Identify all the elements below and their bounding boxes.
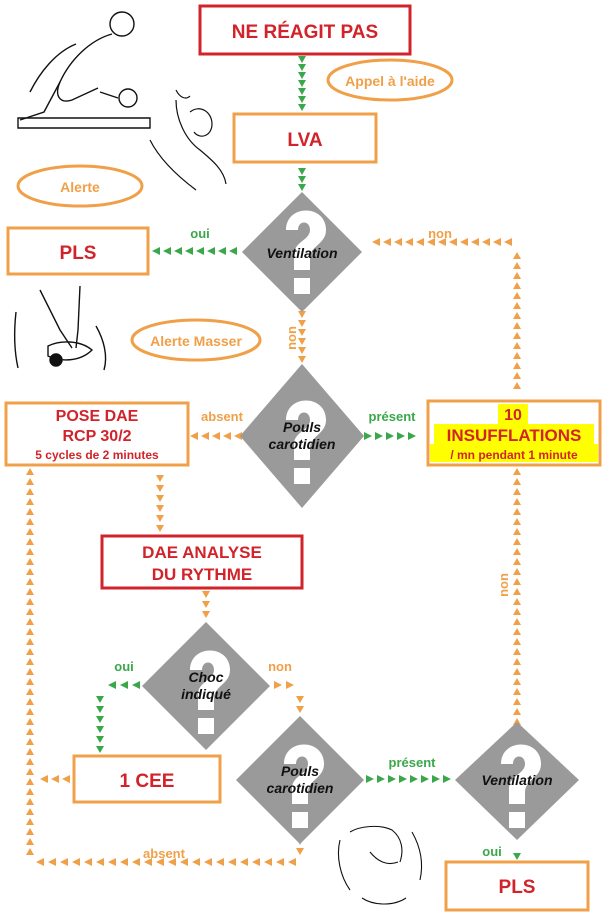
oval-appel-label: Appel à l'aide bbox=[345, 73, 435, 89]
oval-alerte-label: Alerte bbox=[60, 179, 100, 195]
box-pls-top: PLS bbox=[6, 226, 150, 276]
pose-dae-line-1: POSE DAE bbox=[56, 408, 139, 425]
label-non-ventilation: non bbox=[284, 326, 299, 350]
torso-illustration-icon bbox=[337, 825, 423, 905]
box-1-cee-label: 1 CEE bbox=[120, 771, 175, 792]
oval-alerte: Alerte bbox=[16, 164, 144, 208]
diamond-ventilation-2: Ventilation bbox=[455, 722, 579, 840]
label-present-pouls-2: présent bbox=[389, 755, 437, 770]
label-non-top: non bbox=[428, 226, 452, 241]
diamond-choc-indique: Choc indiqué bbox=[142, 622, 270, 750]
label-absent-bottom: absent bbox=[143, 846, 186, 861]
box-pls-top-label: PLS bbox=[60, 243, 97, 264]
pose-dae-line-2: RCP 30/2 bbox=[62, 428, 131, 445]
arrows-insufflations-up bbox=[513, 252, 521, 389]
box-1-cee: 1 CEE bbox=[72, 754, 222, 804]
arrows-choc-oui bbox=[96, 681, 140, 753]
arrows-lva-to-ventilation bbox=[298, 168, 306, 191]
box-pls-bottom: PLS bbox=[444, 860, 590, 912]
label-oui-ventilation-2: oui bbox=[482, 844, 502, 859]
label-non-choc: non bbox=[268, 659, 292, 674]
oval-alerte-masser: Alerte Masser bbox=[130, 318, 262, 362]
arrows-pouls2-present bbox=[366, 775, 451, 783]
label-absent-pouls: absent bbox=[201, 409, 244, 424]
insufflations-line-2: INSUFFLATIONS bbox=[447, 426, 582, 445]
diamond-ventilation-1-label: Ventilation bbox=[266, 245, 337, 261]
arrows-ventilation2-non-up bbox=[513, 468, 521, 725]
diamond-pouls-2-line-2: carotidien bbox=[267, 780, 334, 796]
dae-analyse-line-1: DAE ANALYSE bbox=[142, 543, 262, 562]
chest-compression-illustration-icon bbox=[13, 285, 107, 371]
pose-dae-line-3: 5 cycles de 2 minutes bbox=[35, 448, 159, 462]
arrows-pouls-to-insufflations bbox=[364, 432, 416, 440]
diamond-pouls-carotidien-2: Pouls carotidien bbox=[236, 716, 364, 844]
arrows-ventilation-to-pouls bbox=[298, 311, 306, 363]
arrows-pose-dae-to-dae-analyse bbox=[156, 475, 164, 532]
label-non-ventilation-2: non bbox=[496, 573, 511, 597]
label-present-pouls: présent bbox=[369, 409, 417, 424]
box-dae-analyse: DAE ANALYSE DU RYTHME bbox=[100, 534, 304, 590]
oval-appel-a-laide: Appel à l'aide bbox=[326, 58, 454, 102]
box-lva: LVA bbox=[232, 112, 378, 164]
dae-analyse-line-2: DU RYTHME bbox=[152, 565, 252, 584]
diamond-choc-line-1: Choc bbox=[189, 669, 224, 685]
box-insufflations: 10 INSUFFLATIONS / mn pendant 1 minute bbox=[426, 399, 602, 467]
rescuer-illustration-icon bbox=[17, 11, 151, 129]
diamond-ventilation-2-label: Ventilation bbox=[481, 772, 552, 788]
label-oui-choc: oui bbox=[114, 659, 134, 674]
diamond-ventilation-1: Ventilation bbox=[242, 192, 362, 312]
box-pose-dae: POSE DAE RCP 30/2 5 cycles de 2 minutes bbox=[4, 401, 190, 467]
arrows-choc-non bbox=[274, 681, 304, 713]
arrows-dae-to-choc bbox=[202, 591, 210, 618]
head-tilt-illustration-icon bbox=[149, 89, 227, 191]
diamond-pouls-1-line-2: carotidien bbox=[269, 436, 336, 452]
label-oui-ventilation: oui bbox=[190, 226, 210, 241]
arrows-start-to-lva bbox=[298, 56, 306, 111]
box-ne-reagit-pas: NE RÉAGIT PAS bbox=[198, 4, 412, 56]
diamond-pouls-1-line-1: Pouls bbox=[283, 419, 321, 435]
arrows-ventilation2-oui bbox=[513, 853, 521, 860]
diamond-pouls-2-line-1: Pouls bbox=[281, 763, 319, 779]
box-ne-reagit-pas-label: NE RÉAGIT PAS bbox=[232, 21, 378, 43]
box-pls-bottom-label: PLS bbox=[499, 877, 536, 898]
insufflations-line-3: / mn pendant 1 minute bbox=[450, 448, 578, 462]
diamond-pouls-carotidien-1: Pouls carotidien bbox=[240, 364, 364, 508]
arrows-left-loop-up bbox=[26, 468, 34, 855]
diamond-choc-line-2: indiqué bbox=[181, 686, 231, 702]
arrows-cee-left bbox=[40, 775, 70, 783]
insufflations-line-1: 10 bbox=[504, 407, 522, 424]
oval-alerte-masser-label: Alerte Masser bbox=[150, 333, 242, 349]
arrows-ventilation-to-pls bbox=[152, 247, 237, 255]
box-lva-label: LVA bbox=[287, 130, 322, 151]
arrows-top-return-to-ventilation bbox=[372, 238, 512, 246]
